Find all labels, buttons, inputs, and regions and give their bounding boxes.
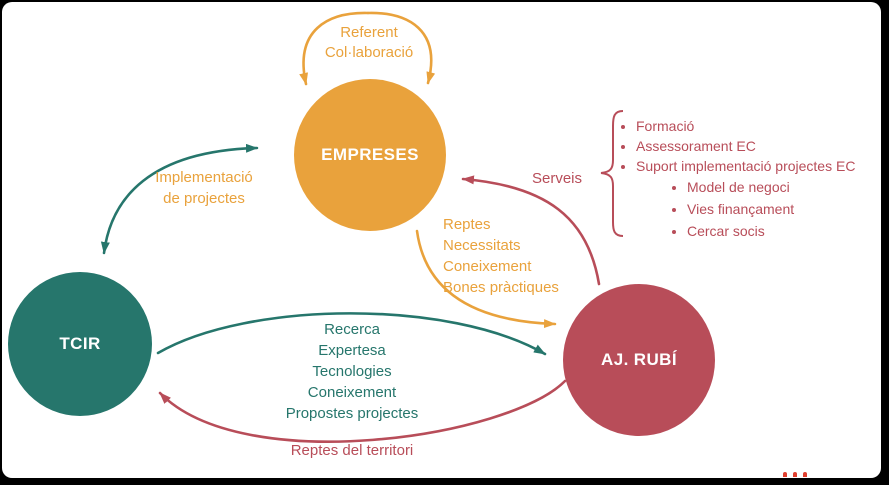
referent-line-1: Referent [340,24,398,41]
implementacio-line-1: Implementació [155,169,253,186]
referent-label: Referent Col·laboració [279,23,459,63]
empreses-label: EMPRESES [321,145,419,164]
service-item: Assessorament EC [636,136,855,156]
reptes-flow-line: Reptes [443,216,491,233]
recerca-arrow [156,312,547,356]
referent-loop-left-arrow [299,11,370,86]
tcir-empreses-double-arrow [100,143,259,255]
reptes-flow-line: Bones pràctiques [443,279,559,296]
service-sub-item: Cercar socis [687,220,855,242]
recerca-flow-line: Coneixement [307,384,397,401]
aj-rubi-node: AJ. RUBÍ [563,284,715,436]
recerca-flow-label: Recerca Expertesa Tecnologies Coneixemen… [252,319,452,424]
implementacio-line-2: de projectes [163,190,245,207]
referent-line-2: Col·laboració [324,44,414,61]
tcir-label: TCIR [59,334,101,353]
serveis-label: Serveis [531,170,583,187]
service-sub-item: Vies finançament [687,198,855,220]
logo-dot [783,472,787,477]
implementacio-label: Implementació de projectes [115,167,293,209]
recerca-flow-line: Expertesa [318,342,386,359]
tcir-node: TCIR [8,272,152,416]
services-brace [600,110,624,237]
reptes-flow-label: Reptes Necessitats Coneixement Bones prà… [443,214,559,298]
clipped-logo-dots [783,472,807,477]
reptes-arrow [415,229,557,329]
referent-loop-right-arrow [366,11,436,85]
recerca-flow-line: Tecnologies [312,363,392,380]
recerca-flow-line: Propostes projectes [285,405,419,422]
logo-dot [803,472,807,477]
logo-dot [793,472,797,477]
recerca-flow-line: Recerca [324,321,380,338]
services-sub-list: Model de negoci Vies finançament Cercar … [665,176,855,242]
service-item: Suport implementació projectes EC [636,156,855,176]
reptes-flow-line: Coneixement [443,258,532,275]
reptes-flow-line: Necessitats [443,237,521,254]
serveis-arrow [461,175,601,286]
aj-rubi-label: AJ. RUBÍ [601,350,677,369]
territori-label: Reptes del territori [290,442,414,459]
services-list: Formació Assessorament EC Suport impleme… [614,116,855,242]
service-sub-item: Model de negoci [687,176,855,198]
territori-arrow [158,379,567,443]
empreses-node: EMPRESES [294,79,446,231]
services-main-list: Formació Assessorament EC Suport impleme… [614,116,855,176]
service-item: Formació [636,116,855,136]
